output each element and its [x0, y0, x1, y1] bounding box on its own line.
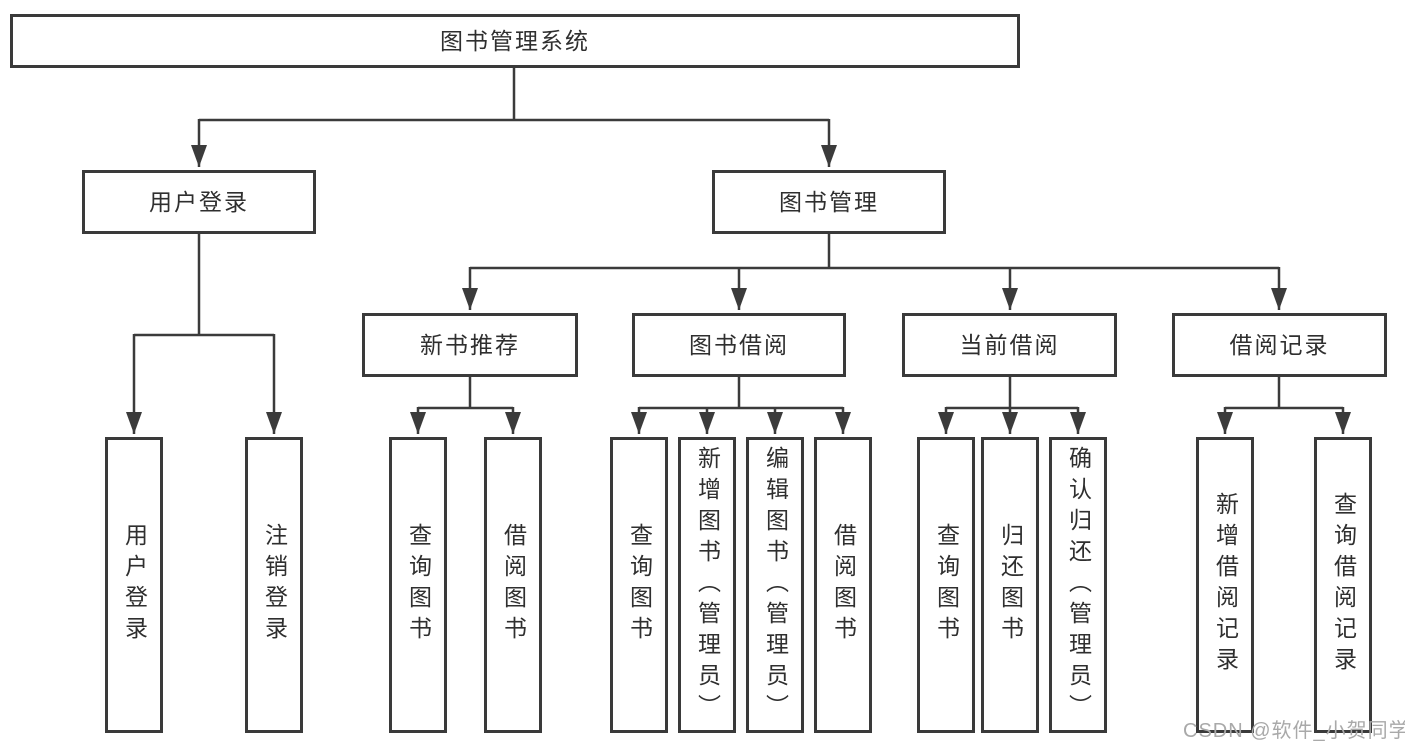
node-book-management: 图书管理	[712, 170, 946, 234]
connector-borrow-records	[1217, 377, 1351, 434]
leaf-current-query-books: 查询图书	[917, 437, 975, 733]
connector-root	[191, 68, 837, 167]
node-library-management-system: 图书管理系统	[10, 14, 1020, 68]
node-current-borrow: 当前借阅	[902, 313, 1117, 377]
leaf-recommend-borrow-books: 借阅图书	[484, 437, 542, 733]
leaf-query-borrow-record: 查询借阅记录	[1314, 437, 1372, 733]
connector-current-borrow	[938, 377, 1086, 434]
node-new-book-recommend: 新书推荐	[362, 313, 578, 377]
leaf-confirm-return-admin: 确认归还（管理员）	[1049, 437, 1107, 733]
connector-new-book-recommend	[410, 377, 521, 434]
node-borrow-records: 借阅记录	[1172, 313, 1387, 377]
csdn-watermark: CSDN @软件_小贺同学	[1183, 720, 1405, 742]
connector-book-management	[462, 234, 1287, 310]
leaf-add-books-admin: 新增图书（管理员）	[678, 437, 736, 733]
leaf-logout: 注销登录	[245, 437, 303, 733]
leaf-add-borrow-record: 新增借阅记录	[1196, 437, 1254, 733]
leaf-borrow-query-books: 查询图书	[610, 437, 668, 733]
node-book-borrow: 图书借阅	[632, 313, 846, 377]
leaf-recommend-query-books: 查询图书	[389, 437, 447, 733]
leaf-borrow-books: 借阅图书	[814, 437, 872, 733]
node-user-login: 用户登录	[82, 170, 316, 234]
connector-book-borrow	[631, 377, 851, 434]
leaf-return-books: 归还图书	[981, 437, 1039, 733]
leaf-edit-books-admin: 编辑图书（管理员）	[746, 437, 804, 733]
connector-user-login	[126, 234, 282, 434]
leaf-user-login: 用户登录	[105, 437, 163, 733]
